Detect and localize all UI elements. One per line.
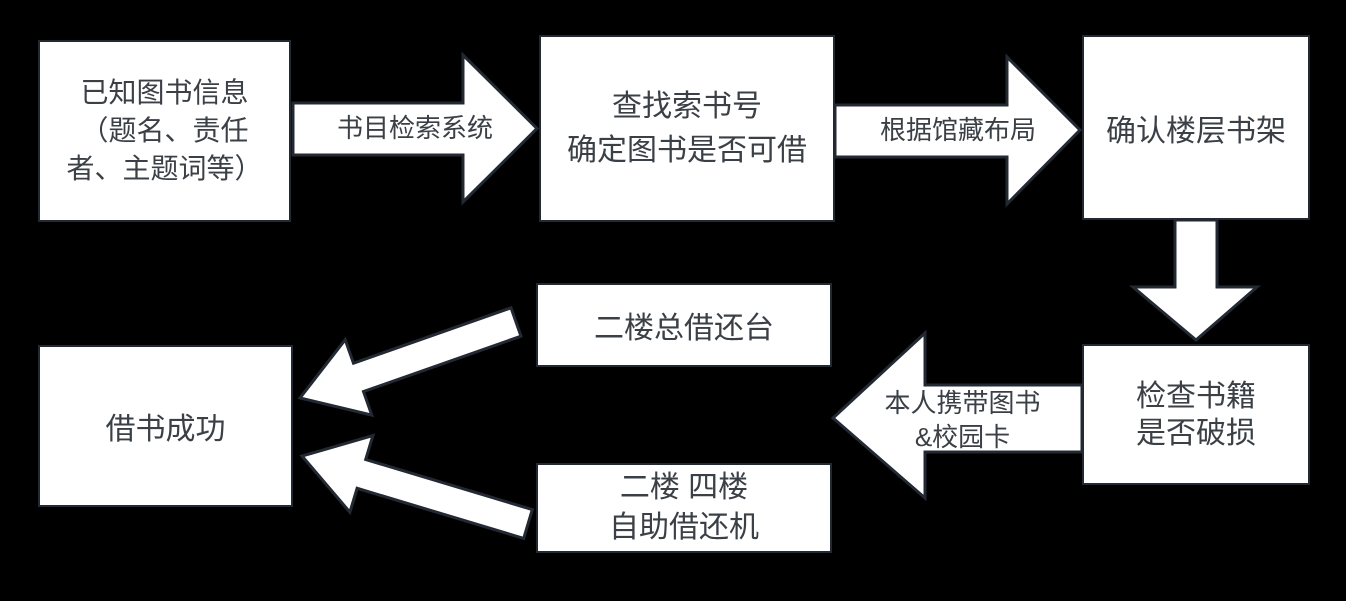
arrow-down-icon bbox=[1128, 218, 1262, 342]
arrow-diagonal-down-left-icon bbox=[297, 305, 523, 418]
arrow-label-bring-book: 本人携带图书 &校园卡 bbox=[850, 386, 1075, 454]
node-self-service-machines: 二楼 四楼 自助借还机 bbox=[536, 463, 832, 553]
node-find-call-number-line1: 查找索书号 bbox=[612, 89, 762, 123]
arrow-right-icon bbox=[291, 51, 540, 206]
arrow-label-catalog-search-system: 书目检索系统 bbox=[336, 113, 493, 143]
node-book-info-line3: 者、主题词等） bbox=[66, 153, 263, 184]
node-confirm-floor-shelf: 确认楼层书架 bbox=[1082, 35, 1310, 220]
node-confirm-floor-shelf-line1: 确认楼层书架 bbox=[1106, 114, 1286, 148]
node-check-damage: 检查书籍 是否破损 bbox=[1082, 344, 1310, 485]
node-self-service-machines-line2: 自助借还机 bbox=[609, 511, 759, 544]
node-book-info: 已知图书信息 （题名、责任 者、主题词等） bbox=[38, 40, 291, 222]
arrow-label-per-collection-layout: 根据馆藏布局 bbox=[879, 115, 1036, 145]
arrow-label-bring-book-line1: 本人携带图书 bbox=[884, 388, 1041, 418]
arrow-diagonal-up-left-icon bbox=[299, 433, 535, 541]
node-check-damage-line1: 检查书籍 bbox=[1136, 379, 1256, 413]
node-find-call-number-line2: 确定图书是否可借 bbox=[567, 133, 807, 167]
node-main-circulation-desk-line1: 二楼总借还台 bbox=[594, 312, 774, 345]
node-book-info-line1: 已知图书信息 bbox=[80, 77, 249, 108]
node-borrow-success: 借书成功 bbox=[38, 345, 293, 507]
node-check-damage-line2: 是否破损 bbox=[1136, 416, 1256, 450]
node-borrow-success-line1: 借书成功 bbox=[105, 413, 226, 446]
node-book-info-line2: （题名、责任 bbox=[80, 115, 249, 146]
arrow-label-bring-book-line2: &校园卡 bbox=[914, 422, 1011, 452]
node-main-circulation-desk: 二楼总借还台 bbox=[536, 283, 832, 367]
node-self-service-machines-line1: 二楼 四楼 bbox=[619, 471, 749, 504]
node-find-call-number: 查找索书号 确定图书是否可借 bbox=[539, 35, 835, 222]
arrow-right-icon bbox=[833, 53, 1083, 208]
